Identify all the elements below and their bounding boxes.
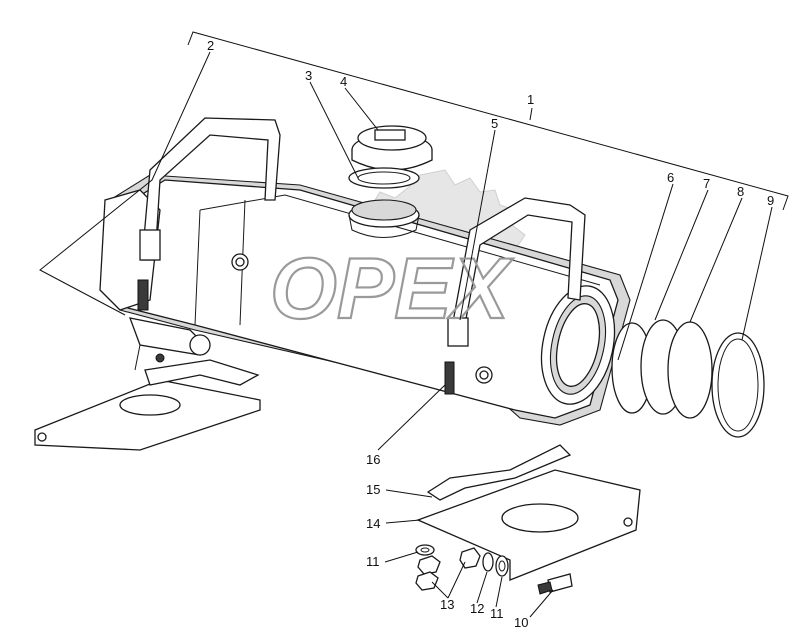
bracket-clamp (426, 444, 572, 501)
callout-2: 2 (207, 38, 214, 53)
callout-11-right: 11 (490, 606, 504, 621)
callout-9: 9 (767, 193, 774, 208)
callout-5: 5 (491, 116, 498, 131)
mounting-strap-right (444, 197, 586, 395)
callout-12: 12 (470, 601, 484, 616)
callout-1: 1 (527, 92, 534, 107)
callout-16: 16 (366, 452, 380, 467)
ring-9 (711, 332, 765, 438)
callout-10: 10 (514, 615, 528, 630)
assembly-bracket (187, 31, 789, 211)
outlet-rings (611, 319, 765, 438)
bracket-plate-left (34, 359, 261, 451)
fasteners (415, 544, 573, 595)
callout-6: 6 (667, 170, 674, 185)
callout-14: 14 (366, 516, 380, 531)
callout-4: 4 (340, 74, 347, 89)
ring-8 (667, 321, 713, 419)
callout-15: 15 (366, 482, 380, 497)
leader-lines (39, 51, 773, 618)
callout-8: 8 (737, 184, 744, 199)
muffler-body (99, 174, 631, 426)
callout-7: 7 (703, 176, 710, 191)
mounting-strap-left (137, 117, 281, 311)
callout-11-left: 11 (366, 554, 380, 569)
callout-13: 13 (440, 597, 454, 612)
callout-3: 3 (305, 68, 312, 83)
filler-cap (351, 125, 433, 171)
callout-labels: 1 2 3 4 5 6 7 8 9 10 11 11 12 13 14 15 1… (207, 38, 774, 630)
watermark-text: OPEX (270, 241, 514, 337)
cap-gasket (348, 167, 420, 189)
bracket-plate-right (416, 469, 641, 581)
